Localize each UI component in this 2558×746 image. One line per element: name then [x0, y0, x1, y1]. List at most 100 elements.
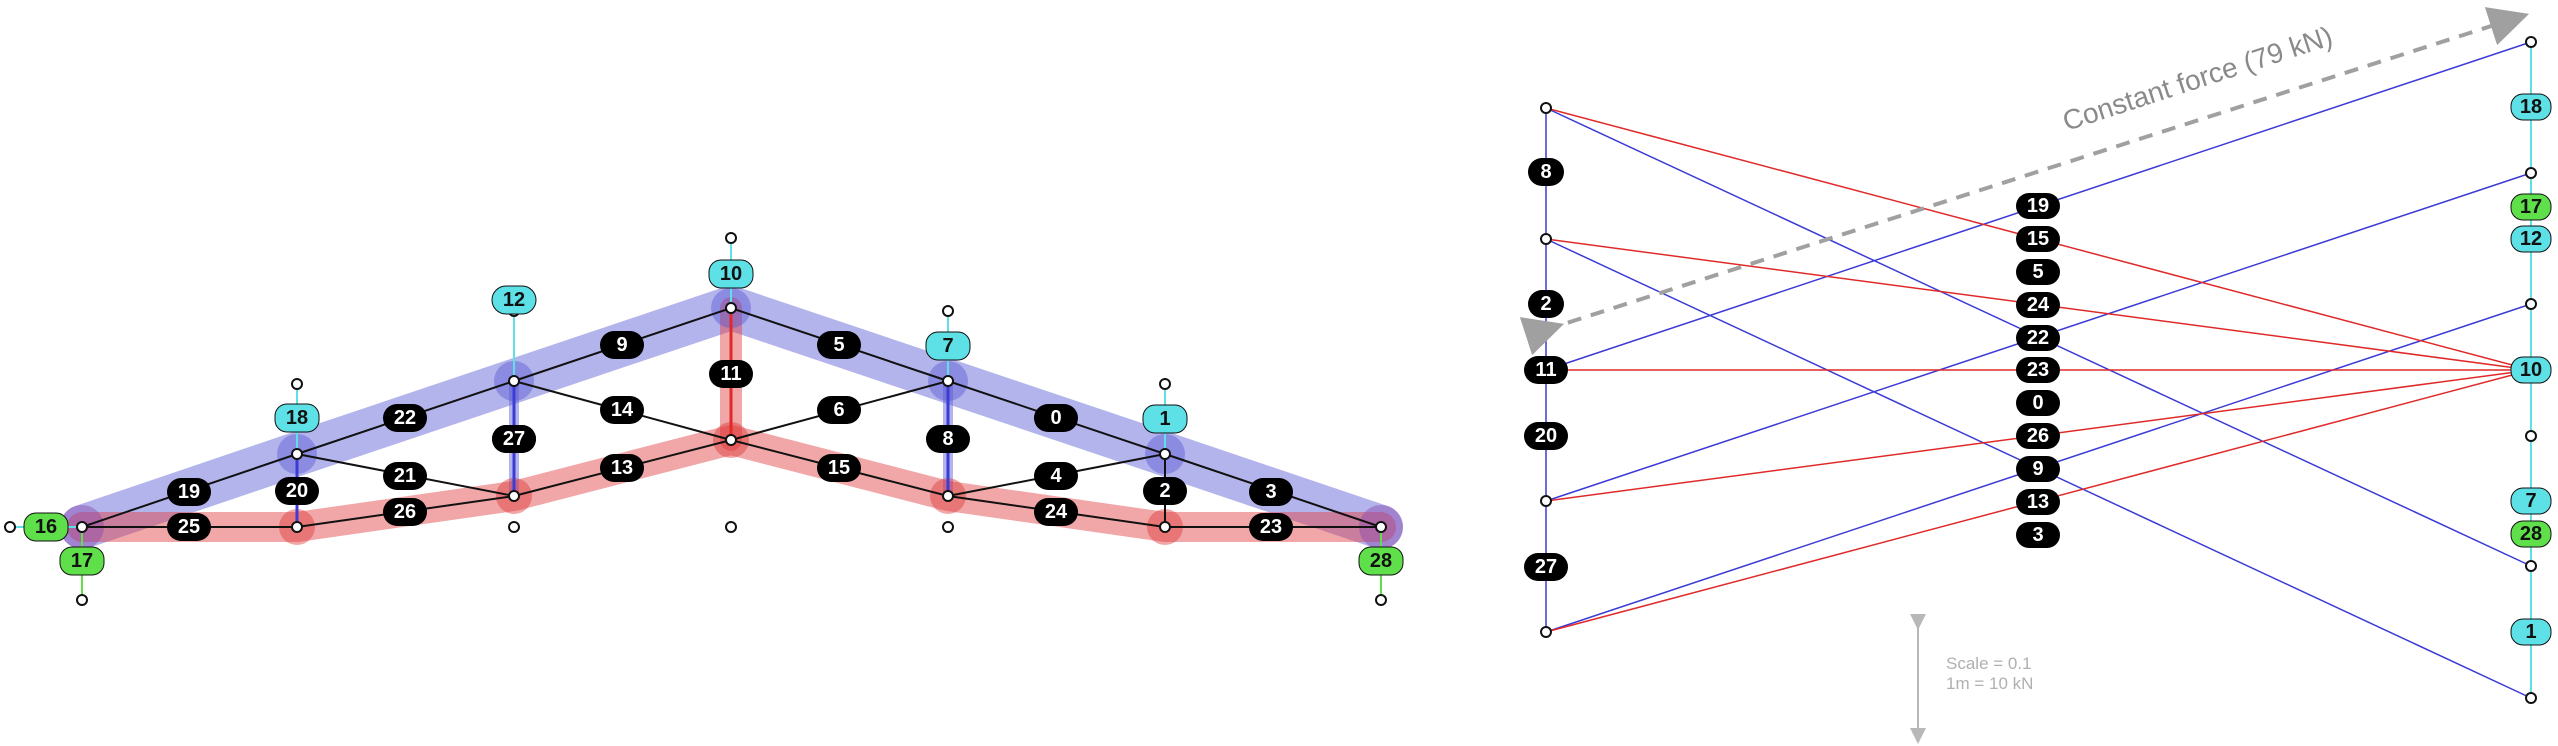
svg-text:13: 13 — [2027, 491, 2049, 513]
force-load-label: 10 — [2510, 356, 2552, 384]
svg-text:23: 23 — [2027, 359, 2049, 381]
member-label: 4 — [1034, 462, 1078, 490]
svg-text:19: 19 — [178, 481, 200, 503]
member-label: 26 — [383, 498, 427, 526]
member-label: 14 — [600, 396, 644, 424]
svg-text:13: 13 — [611, 457, 633, 479]
force-reaction-label: 28 — [2510, 520, 2552, 548]
svg-text:24: 24 — [1045, 501, 1068, 523]
force-member-label: 24 — [2016, 292, 2060, 318]
form-diagram: 19 25 20 22 21 26 27 12 14 13 9 11 5 15 … — [4, 232, 1404, 606]
svg-text:28: 28 — [1370, 550, 1392, 572]
force-reaction-label: 17 — [2510, 193, 2552, 221]
member-label: 19 — [167, 478, 211, 506]
force-left-labels: 8 2 11 20 27 — [1524, 158, 1568, 581]
svg-text:15: 15 — [828, 457, 850, 479]
force-right-labels: 18 17 12 10 7 28 1 — [2510, 93, 2552, 646]
scale-text-line2: 1m = 10 kN — [1946, 674, 2033, 693]
svg-text:22: 22 — [394, 407, 416, 429]
svg-text:7: 7 — [942, 335, 953, 357]
force-member-label: 11 — [1524, 356, 1568, 384]
svg-text:4: 4 — [1050, 465, 1062, 487]
form-load-labels: 18 10 7 1 — [274, 259, 1188, 434]
member-label: 6 — [817, 396, 861, 424]
svg-text:28: 28 — [2520, 523, 2542, 545]
load-label: 10 — [708, 259, 754, 289]
force-member-label: 15 — [2016, 226, 2060, 252]
reaction-label: 17 — [59, 546, 105, 576]
svg-text:1: 1 — [2525, 621, 2536, 643]
svg-text:18: 18 — [286, 407, 308, 429]
svg-text:8: 8 — [942, 428, 953, 450]
member-label: 2 — [1143, 477, 1187, 505]
svg-text:8: 8 — [1540, 161, 1551, 183]
svg-text:14: 14 — [611, 399, 634, 421]
svg-text:16: 16 — [35, 516, 57, 538]
load-label: 7 — [925, 331, 971, 361]
load-label: 18 — [274, 403, 320, 433]
form-reaction-labels: 16 17 28 — [23, 512, 1404, 576]
member-label: 13 — [600, 454, 644, 482]
member-label: 11 — [709, 360, 753, 388]
svg-text:12: 12 — [503, 289, 525, 311]
force-member-label: 8 — [1528, 158, 1564, 186]
force-member-label: 0 — [2016, 390, 2060, 416]
member-label: 23 — [1249, 513, 1293, 541]
svg-text:1: 1 — [1159, 408, 1170, 430]
svg-text:27: 27 — [503, 428, 525, 450]
force-member-label: 5 — [2016, 259, 2060, 285]
force-load-label: 12 — [2510, 225, 2552, 253]
member-label: 25 — [167, 513, 211, 541]
force-load-label: 1 — [2510, 618, 2552, 646]
force-member-label: 23 — [2016, 357, 2060, 383]
force-load-label: 7 — [2510, 487, 2552, 515]
member-label: 0 — [1034, 404, 1078, 432]
svg-text:11: 11 — [720, 363, 741, 385]
svg-text:3: 3 — [2032, 524, 2043, 546]
force-member-label: 2 — [1528, 290, 1564, 318]
form-member-labels: 19 25 20 22 21 26 27 12 14 13 9 11 5 15 … — [167, 285, 1293, 541]
member-label: 22 — [383, 404, 427, 432]
force-member-label: 9 — [2016, 456, 2060, 482]
force-member-label: 19 — [2016, 193, 2060, 219]
force-member-label: 27 — [1524, 553, 1568, 581]
svg-text:2: 2 — [1540, 293, 1551, 315]
svg-text:10: 10 — [2520, 359, 2542, 381]
member-label: 15 — [817, 454, 861, 482]
svg-text:0: 0 — [2032, 392, 2043, 414]
svg-text:3: 3 — [1265, 481, 1276, 503]
reaction-label: 16 — [23, 512, 69, 542]
svg-text:22: 22 — [2027, 327, 2049, 349]
member-label: 20 — [275, 477, 319, 505]
svg-text:26: 26 — [2027, 425, 2049, 447]
load-label: 1 — [1142, 404, 1188, 434]
svg-text:5: 5 — [833, 334, 844, 356]
svg-text:25: 25 — [178, 516, 200, 538]
svg-text:10: 10 — [720, 263, 742, 285]
force-diagram: Constant force (79 kN) 8 2 11 20 27 19 1… — [1519, 7, 2552, 744]
member-label: 12 — [491, 285, 537, 315]
svg-text:11: 11 — [1535, 359, 1556, 381]
constant-force-arrow — [1519, 7, 2530, 356]
svg-text:27: 27 — [1535, 556, 1557, 578]
svg-text:5: 5 — [2032, 261, 2043, 283]
member-label: 21 — [383, 462, 427, 490]
svg-text:20: 20 — [1535, 425, 1557, 447]
svg-text:9: 9 — [616, 334, 627, 356]
svg-text:12: 12 — [2520, 228, 2542, 250]
member-label: 5 — [817, 331, 861, 359]
svg-text:2: 2 — [1159, 480, 1170, 502]
svg-text:26: 26 — [394, 501, 416, 523]
force-member-label: 13 — [2016, 489, 2060, 515]
reaction-label: 28 — [1358, 546, 1404, 576]
svg-text:0: 0 — [1050, 407, 1061, 429]
force-load-label: 18 — [2510, 93, 2552, 121]
force-member-label: 3 — [2016, 522, 2060, 548]
svg-text:18: 18 — [2520, 96, 2542, 118]
svg-text:6: 6 — [833, 399, 844, 421]
member-label: 8 — [926, 425, 970, 453]
force-member-label: 22 — [2016, 325, 2060, 351]
force-middle-labels: 19 15 5 24 22 23 0 26 9 13 3 — [2016, 193, 2060, 548]
member-label: 27 — [492, 425, 536, 453]
member-label: 9 — [600, 331, 644, 359]
